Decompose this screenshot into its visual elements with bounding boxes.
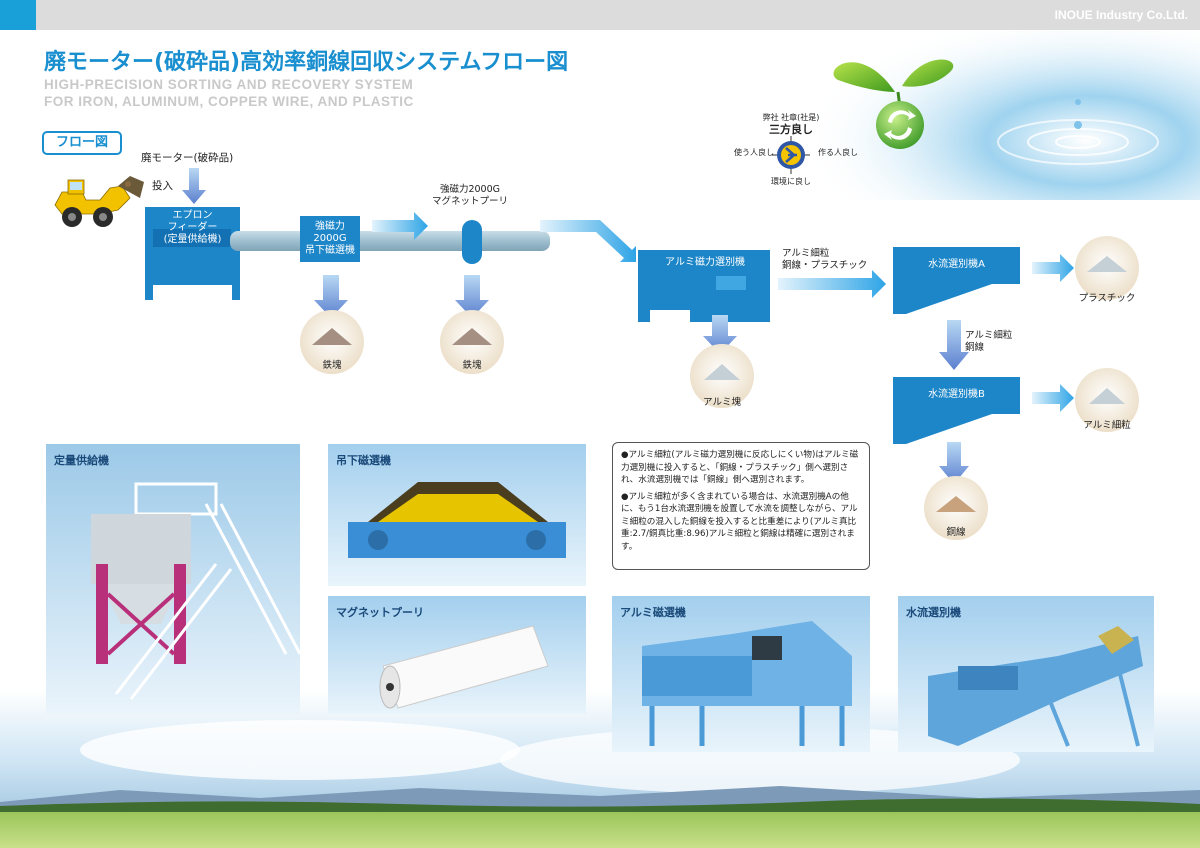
photo-alumi-separator-title: アルミ磁選機 (620, 606, 686, 619)
input-action-label: 投入 (152, 180, 173, 192)
to-water-a-line-2: 銅線・プラスチック (782, 260, 868, 271)
to-water-a-label: アルミ細粒 銅線・プラスチック (782, 248, 874, 272)
input-item-label: 廃モーター(破砕品) (141, 152, 234, 164)
arrow-to-alumi-fine (1032, 384, 1074, 412)
note-1: ●アルミ細粒(アルミ磁力選別機に反応しにくい物)はアルミ磁力選別機に投入すると、… (621, 450, 859, 485)
hanging-magnet-label-line-2: 2000G (313, 233, 347, 244)
arrow-down-alumi-lump (703, 315, 737, 354)
arrow-down-copper (939, 442, 969, 484)
photo-water-separator: 水流選別機 (898, 596, 1154, 752)
water-separator-a-machine (893, 247, 1020, 314)
photo-water-separator-title: 水流選別機 (906, 606, 961, 619)
page-title: 廃モーター(破砕品)高効率銅線回収システムフロー図 (44, 50, 569, 75)
page-subtitle: HIGH-PRECISION SORTING AND RECOVERY SYST… (44, 76, 414, 110)
photo-magnet-pulley: マグネットプーリ (328, 596, 586, 714)
water-a-label: 水流選別機A (928, 259, 985, 270)
company-name: INOUE Industry Co.Ltd. (1054, 8, 1188, 22)
top-bar-accent (0, 0, 36, 30)
photo-magnet-pulley-title: マグネットプーリ (336, 606, 424, 619)
sanpo-emblem-icon (772, 136, 810, 174)
pulley-label-line-1: 強磁力2000G (439, 184, 501, 195)
sanpo-right-label: 作る人良し (818, 148, 858, 157)
photo-hanging-magnet: 吊下磁選機 (328, 444, 586, 586)
photo-alumi-separator: アルミ磁選機 (612, 596, 870, 752)
feeder-photo-illustration (91, 482, 300, 700)
output-copper: 銅線 (946, 527, 966, 538)
notes-box: ●アルミ細粒(アルミ磁力選別機に反応しにくい物)はアルミ磁力選別機に投入すると、… (612, 442, 870, 570)
water-separator-b-machine (893, 377, 1020, 444)
feeder-label: エプロン フィーダー (定量供給機) (145, 210, 240, 246)
output-plastic: プラスチック (1078, 293, 1136, 304)
flow-diagram (54, 168, 1139, 540)
alumi-magnetic-separator-machine (638, 250, 770, 322)
wheel-loader-icon (54, 176, 144, 227)
arrow-down-iron-2 (455, 275, 489, 318)
hanging-magnet-photo-illustration (348, 482, 566, 558)
magnet-pulley-drum (462, 220, 482, 264)
feeder-label-line-1: エプロン (172, 210, 213, 221)
arrow-to-alumi-separator (540, 220, 636, 262)
top-bar: INOUE Industry Co.Ltd. (0, 0, 1200, 30)
alumi-separator-label: アルミ磁力選別機 (665, 257, 745, 268)
to-water-b-line-1: アルミ細粒 (965, 330, 1013, 341)
hanging-magnet-machine (300, 216, 360, 262)
to-water-b-line-2: 銅線 (965, 342, 985, 353)
magnet-pulley-photo-illustration (379, 625, 549, 709)
output-iron-2: 鉄塊 (462, 360, 482, 371)
water-separator-photo-illustration (928, 626, 1143, 747)
to-water-a-line-1: アルミ細粒 (782, 248, 830, 259)
photo-hanging-magnet-title: 吊下磁選機 (336, 454, 391, 467)
conveyor-belt (230, 231, 550, 251)
hanging-magnet-label-line-1: 強磁力 (315, 221, 345, 232)
hanging-magnet-label-line-3: 吊下磁選機 (305, 245, 355, 256)
pulley-label: 強磁力2000G マグネットプーリ (420, 184, 520, 208)
note-2: ●アルミ細粒が多く含まれている場合は、水流選別機Aの他に、もう1台水流選別機を設… (621, 491, 858, 552)
sanpo-left-label: 使う人良し (734, 148, 774, 157)
output-iron-1: 鉄塊 (322, 360, 342, 371)
output-alumi-lump: アルミ塊 (703, 397, 741, 408)
flow-diagram-tag: フロー図 (42, 131, 122, 155)
arrow-to-water-b (939, 320, 969, 370)
apron-feeder-machine (145, 207, 240, 300)
subtitle-line-1: HIGH-PRECISION SORTING AND RECOVERY SYST… (44, 77, 414, 92)
sanpo-bottom-label: 環境に良し (771, 177, 811, 186)
arrow-to-pulley (372, 212, 428, 240)
pulley-label-line-2: マグネットプーリ (431, 196, 508, 207)
hanging-magnet-label: 強磁力 2000G 吊下磁選機 (300, 221, 360, 257)
arrow-to-plastic (1032, 254, 1074, 282)
alumi-separator-photo-illustration (642, 621, 852, 746)
output-alumi-fine: アルミ細粒 (1083, 420, 1131, 431)
water-leaf-illustration (820, 30, 1200, 200)
photo-feeder: 定量供給機 (46, 444, 300, 714)
sanpo-top-label: 弊社 社章(社是) (762, 113, 820, 122)
to-water-b-label: アルミ細粒 銅線 (965, 330, 1035, 354)
feeder-label-line-2: フィーダー (167, 222, 218, 233)
photo-feeder-title: 定量供給機 (54, 454, 109, 467)
arrow-down-iron-1 (314, 275, 348, 318)
arrow-to-water-a (778, 270, 886, 298)
sanpo-title: 三方良し (769, 123, 813, 136)
subtitle-line-2: FOR IRON, ALUMINUM, COPPER WIRE, AND PLA… (44, 94, 414, 109)
water-b-label: 水流選別機B (928, 389, 985, 400)
feeder-label-line-3: (定量供給機) (163, 234, 222, 245)
input-arrow (182, 168, 206, 204)
